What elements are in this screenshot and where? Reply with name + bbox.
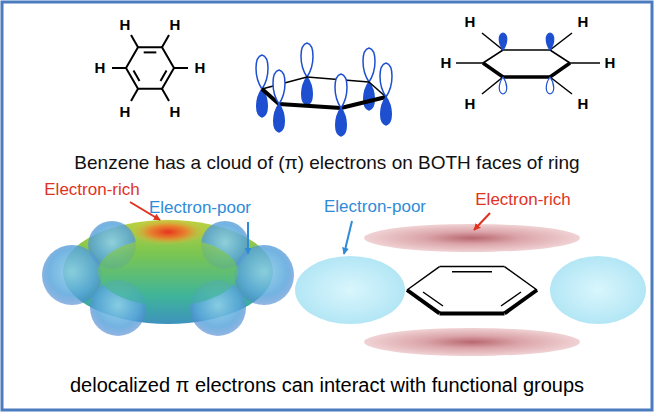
orbital-structure-part-part: [499, 33, 507, 50]
electron-cloud-schematic: [295, 224, 646, 356]
benzene-structure-part: [162, 35, 169, 47]
atom-label: H: [170, 103, 181, 120]
region-label: Electron-rich: [44, 180, 139, 200]
atom-label: H: [441, 54, 452, 71]
electron-cloud-schematic-part: [550, 256, 646, 324]
orbital-structure-part-part: [550, 63, 570, 77]
electron-cloud-schematic-part: [407, 267, 537, 314]
benzene-structure-part: [131, 35, 138, 47]
leader-arrows-part: [247, 222, 249, 254]
orbital-structure-part-part: [546, 77, 554, 94]
benzene-structure-part: [134, 71, 140, 82]
electron-cloud-schematic-part-part: [440, 266, 505, 268]
atom-label: H: [465, 95, 476, 112]
orbital-structure: [456, 33, 600, 94]
p-orbital-ring-part: [380, 63, 392, 97]
atom-label: H: [95, 59, 106, 76]
atom-label: H: [605, 54, 616, 71]
benzene-structure-part: [161, 71, 167, 82]
atom-label: H: [195, 59, 206, 76]
region-label: Electron-poor: [324, 197, 426, 217]
potential-map-part: [130, 219, 206, 245]
benzene-structure-part: [162, 89, 169, 101]
p-orbital-ring-part: [274, 104, 285, 132]
orbital-structure-part-part: [483, 63, 503, 77]
leader-arrows-part: [474, 213, 490, 230]
orbital-structure-part-part: [546, 33, 554, 50]
atom-label: H: [578, 95, 589, 112]
orbital-structure-part-part: [499, 77, 507, 94]
atom-label: H: [578, 13, 589, 30]
benzene-structure-part: [144, 51, 157, 53]
p-orbital-ring-part: [273, 70, 285, 104]
p-orbital-ring-part: [335, 74, 347, 108]
orbital-structure-part-part: [503, 49, 550, 51]
electron-cloud-schematic-part: [364, 328, 580, 356]
electron-cloud-schematic-part-part: [440, 311, 505, 315]
p-orbital-ring-part: [336, 108, 347, 136]
leader-arrows-part: [344, 221, 352, 254]
p-orbital-ring-part: [256, 55, 268, 89]
benzene-structure-part: [126, 47, 174, 89]
p-orbital-ring-part: [302, 77, 313, 105]
orbital-structure-part-part: [570, 62, 600, 64]
electron-cloud-schematic-part-part: [423, 292, 443, 306]
potential-map: [42, 219, 294, 336]
electron-cloud-schematic-part: [364, 224, 580, 252]
region-label: Electron-poor: [149, 198, 251, 218]
orbital-structure-part: [456, 33, 600, 94]
electron-cloud-schematic-part-part: [452, 271, 492, 273]
electron-cloud-schematic-part: [295, 256, 405, 324]
p-orbital-ring-part-part: [341, 97, 386, 108]
region-label: Electron-rich: [475, 190, 570, 210]
p-orbital-ring: [256, 43, 392, 136]
orbital-structure-part-part: [456, 62, 483, 64]
atom-label: H: [120, 103, 131, 120]
p-orbital-ring-part: [381, 97, 392, 125]
electron-cloud-schematic-part-part: [505, 267, 538, 290]
description-text: Benzene has a cloud of (π) electrons on …: [74, 152, 579, 174]
benzene-structure: [112, 35, 188, 101]
benzene-structure-part: [112, 67, 126, 69]
potential-map-part: [98, 238, 238, 306]
benzene-structure-part: [131, 89, 138, 101]
electron-cloud-schematic-part-part: [501, 292, 521, 306]
orbital-structure-part: [499, 33, 554, 94]
p-orbital-ring-part: [363, 48, 375, 82]
electron-cloud-schematic-part-part: [407, 290, 440, 313]
orbital-structure-part-part: [483, 50, 503, 63]
atom-label: H: [120, 16, 131, 33]
benzene-structure-part: [174, 67, 188, 69]
electron-cloud-schematic-part-part: [407, 267, 440, 290]
atom-label: H: [170, 16, 181, 33]
atom-label: H: [465, 13, 476, 30]
electron-cloud-schematic-part-part: [505, 290, 538, 313]
orbital-structure-part-part: [503, 75, 550, 79]
p-orbital-ring-part-part: [279, 104, 341, 108]
orbital-structure-part-part: [550, 50, 570, 63]
caption-text: delocalized π electrons can interact wit…: [70, 374, 584, 397]
p-orbital-ring-part: [301, 43, 313, 77]
